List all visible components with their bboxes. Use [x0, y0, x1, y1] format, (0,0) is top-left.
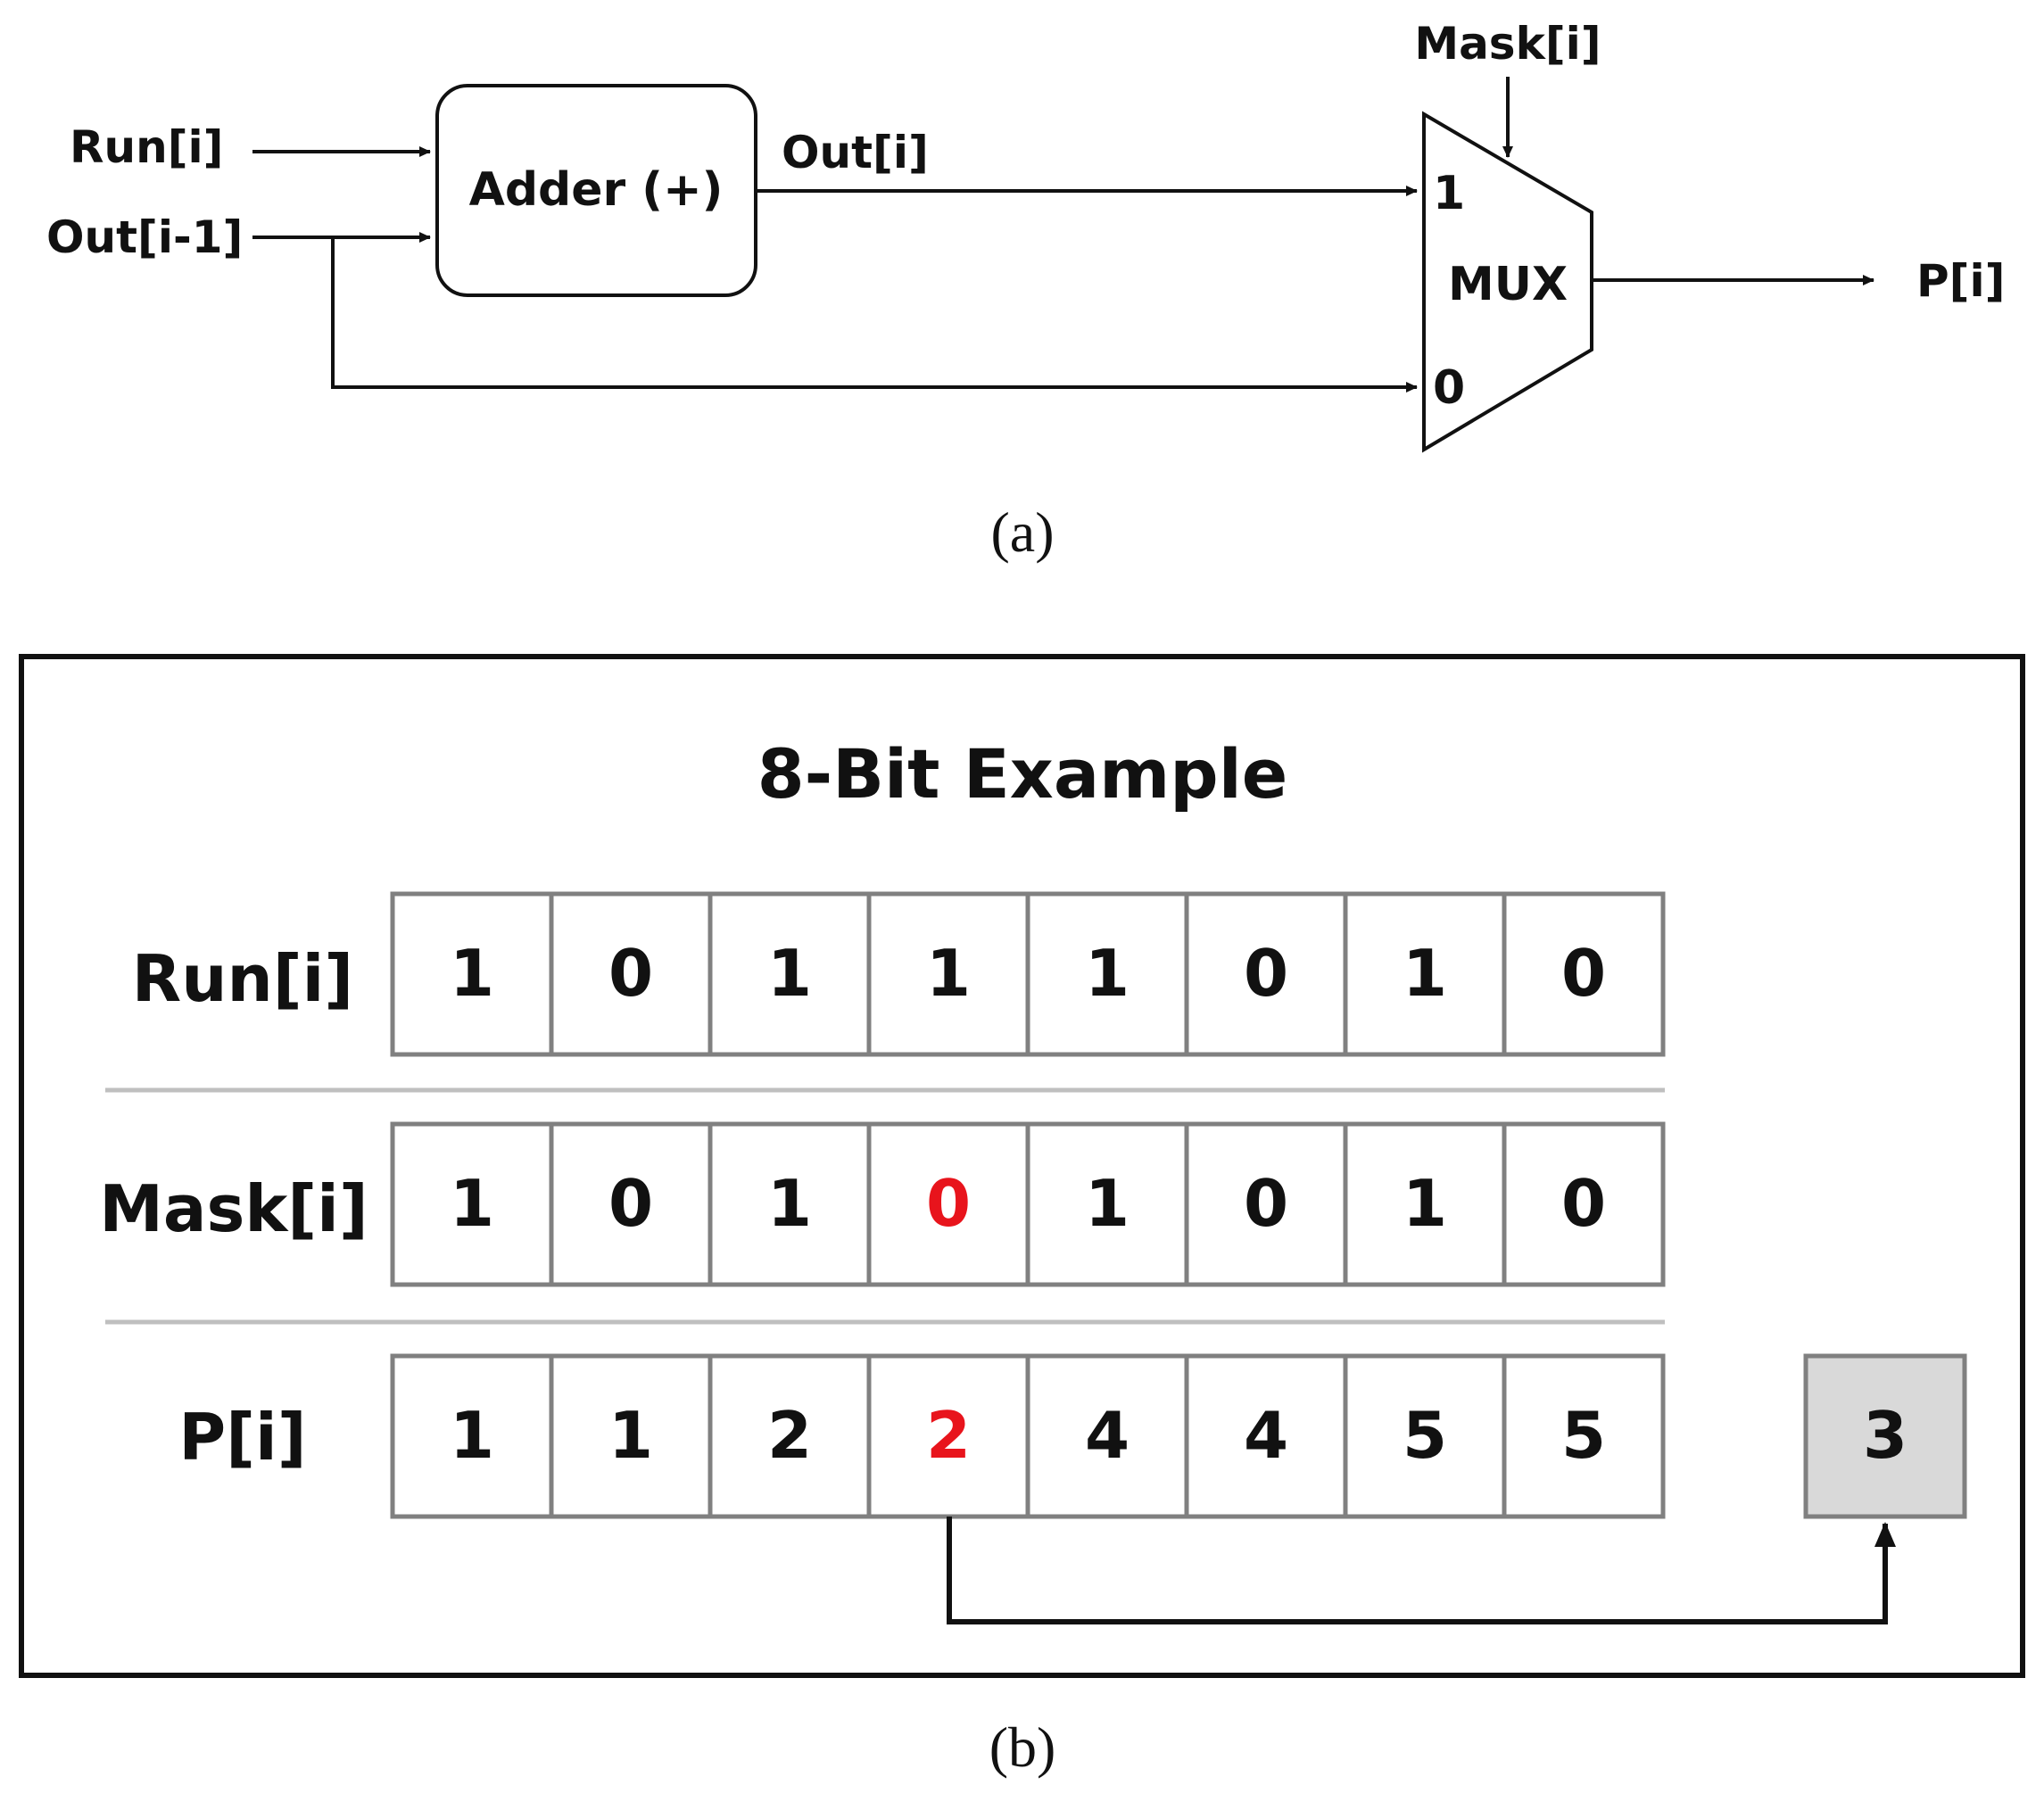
adder-output-label: Out[i] [782, 127, 929, 178]
p-cell-7 [1502, 1353, 1666, 1519]
row-label-p: P[i] [178, 1400, 306, 1475]
highlight-to-result-arrow [947, 1517, 1896, 1624]
mask-value-5: 0 [1244, 1166, 1288, 1241]
run-input-label: Run[i] [70, 121, 224, 173]
caption-a: (a) [990, 500, 1054, 564]
value-cells: 1 0 1 1 1 0 1 0 1 0 1 0 1 0 1 0 1 1 2 2 4 4 5 5 [390, 891, 1666, 1519]
mask-value-3: 0 [926, 1166, 971, 1241]
row-label-run: Run[i] [132, 941, 353, 1016]
p-cell-0 [390, 1353, 554, 1519]
mask-cell-6 [1343, 1121, 1507, 1287]
run-value-3: 1 [926, 936, 971, 1011]
run-cell-3 [866, 891, 1030, 1057]
p-value-5: 4 [1244, 1398, 1288, 1473]
run-cell-5 [1184, 891, 1348, 1057]
run-value-4: 1 [1085, 936, 1130, 1011]
result-value: 3 [1863, 1398, 1907, 1473]
out-prev-input-label: Out[i-1] [46, 211, 243, 263]
part-b-example: 8-Bit Example Run[i] Mask[i] P[i] 1 0 1 1 1 0… [19, 654, 2025, 1779]
p-value-7: 5 [1561, 1398, 1606, 1473]
p-cell-1 [549, 1353, 713, 1519]
mask-select-label: Mask[i] [1414, 18, 1601, 70]
p-cell-4 [1025, 1353, 1189, 1519]
p-value-4: 4 [1085, 1398, 1130, 1473]
mask-value-0: 1 [450, 1166, 494, 1241]
mask-value-1: 0 [608, 1166, 653, 1241]
result-box [1803, 1353, 1967, 1519]
mux-label: MUX [1448, 258, 1568, 311]
part-a-circuit: Run[i] Out[i-1] Adder (+) Out[i] MUX 1 0… [46, 18, 2006, 564]
mask-value-2: 1 [767, 1166, 812, 1241]
mask-value-6: 1 [1403, 1166, 1447, 1241]
p-value-1: 1 [608, 1398, 653, 1473]
mask-value-4: 1 [1085, 1166, 1130, 1241]
run-value-0: 1 [450, 936, 494, 1011]
p-value-6: 5 [1403, 1398, 1447, 1473]
p-cell-2 [708, 1353, 872, 1519]
p-value-0: 1 [450, 1398, 494, 1473]
bypass-to-mux-arrow [331, 237, 1418, 393]
p-cell-6 [1343, 1353, 1507, 1519]
output-label: P[i] [1916, 255, 2006, 307]
mask-cell-4 [1025, 1121, 1189, 1287]
run-value-2: 1 [767, 936, 812, 1011]
p-cell-5 [1184, 1353, 1348, 1519]
p-value-3: 2 [926, 1398, 971, 1473]
run-value-6: 1 [1403, 936, 1447, 1011]
mask-cell-1 [549, 1121, 713, 1287]
run-value-1: 0 [608, 936, 653, 1011]
mask-cell-3 [866, 1121, 1030, 1287]
run-cell-7 [1502, 891, 1666, 1057]
run-value-5: 0 [1244, 936, 1288, 1011]
example-title: 8-Bit Example [757, 734, 1288, 814]
mux-input-0-label: 0 [1433, 361, 1465, 415]
mux-input-1-label: 1 [1433, 167, 1465, 220]
row-label-mask: Mask[i] [99, 1171, 368, 1246]
mux-block [1422, 111, 1593, 453]
run-cell-1 [549, 891, 713, 1057]
p-value-2: 2 [767, 1398, 812, 1473]
mask-cell-7 [1502, 1121, 1666, 1287]
caption-b: (b) [989, 1715, 1056, 1779]
adder-label: Adder (+) [469, 163, 724, 217]
mask-value-7: 0 [1561, 1166, 1606, 1241]
run-value-7: 0 [1561, 936, 1606, 1011]
